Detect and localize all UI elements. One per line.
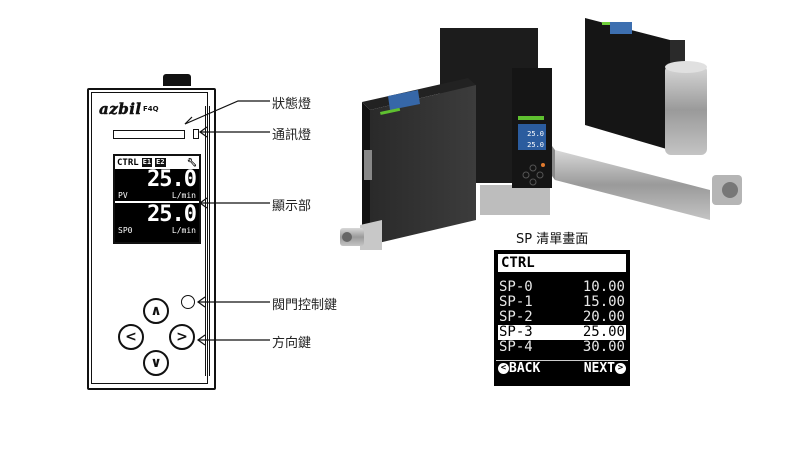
sp-label: SP0 xyxy=(118,225,133,235)
screen-divider xyxy=(115,201,199,203)
sp-row-value: 10.00 xyxy=(582,279,625,295)
pv-unit: L/min xyxy=(171,191,196,200)
sp-value: 25.0 xyxy=(147,201,197,227)
valve-control-key[interactable] xyxy=(181,295,195,309)
pv-label: PV xyxy=(118,191,128,200)
chevron-right-icon: > xyxy=(176,329,188,345)
top-connector xyxy=(163,74,191,86)
device-body xyxy=(87,88,216,390)
sp-row-value: 20.00 xyxy=(582,309,625,325)
arrowhead-valve xyxy=(196,296,206,308)
sp-list-footer: <BACK NEXT> xyxy=(496,360,628,377)
svg-text:25.0: 25.0 xyxy=(527,141,544,149)
sp-unit: L/min xyxy=(171,225,196,235)
next-button[interactable]: NEXT> xyxy=(584,361,626,377)
sp-row-name: SP-4 xyxy=(499,339,533,355)
communication-led xyxy=(193,129,199,139)
sp-list-title: SP 清單畫面 xyxy=(516,232,589,247)
device-side-rail xyxy=(205,106,210,376)
left-key[interactable]: < xyxy=(118,324,144,350)
sp-row-name: SP-2 xyxy=(499,309,533,325)
middle-unit: 25.0 25.0 xyxy=(512,68,552,188)
device-diagram: azbil F4Q CTRL E1 E2 🔧︎ 25.0 PV L/min 25… xyxy=(87,74,216,390)
model-mark: F4Q xyxy=(143,105,159,113)
sp-list-header: CTRL xyxy=(496,252,628,274)
arrowhead-display xyxy=(198,197,208,209)
sp-row-value: 15.00 xyxy=(582,294,625,310)
screen-header: CTRL E1 E2 🔧︎ xyxy=(115,156,199,169)
arrowhead-status xyxy=(184,116,193,125)
sp-row-value: 25.00 xyxy=(582,324,625,340)
sp-row-name: SP-1 xyxy=(499,294,533,310)
callout-status-led: 狀態燈 xyxy=(272,97,312,112)
chevron-right-icon: > xyxy=(615,363,626,374)
right-key[interactable]: > xyxy=(169,324,195,350)
chevron-up-icon: ∧ xyxy=(150,303,162,319)
callout-comm-led: 通訊燈 xyxy=(272,128,312,143)
chevron-left-icon: < xyxy=(498,363,509,374)
sp-row[interactable]: SP-0 10.00 xyxy=(496,280,628,295)
right-unit xyxy=(540,18,742,220)
mode-label: CTRL xyxy=(117,157,139,168)
sp-row[interactable]: SP-4 30.00 xyxy=(496,340,628,355)
product-photo: 25.0 25.0 xyxy=(340,18,742,250)
down-key[interactable]: ∨ xyxy=(143,350,169,376)
callout-line-status xyxy=(184,100,270,125)
status-led xyxy=(113,130,185,139)
arrowhead-comm xyxy=(198,126,208,138)
sp-row[interactable]: SP-2 20.00 xyxy=(496,310,628,325)
event-2-indicator: E2 xyxy=(155,158,166,167)
chevron-down-icon: ∨ xyxy=(150,355,162,371)
wrench-icon: 🔧︎ xyxy=(186,158,197,167)
callout-display: 顯示部 xyxy=(272,199,312,214)
callout-valve-key: 閥門控制鍵 xyxy=(272,298,338,313)
device-front-panel xyxy=(91,92,208,384)
brand-logo: azbil xyxy=(99,100,142,119)
sp-list-screen: CTRL SP-0 10.00 SP-1 15.00 SP-2 20.00 SP… xyxy=(494,250,630,386)
sp-row-name: SP-3 xyxy=(499,324,533,340)
chevron-left-icon: < xyxy=(125,329,137,345)
front-left-unit xyxy=(340,78,476,250)
sp-row-value: 30.00 xyxy=(582,339,625,355)
callout-direction-keys: 方向鍵 xyxy=(272,336,312,351)
display-screen: CTRL E1 E2 🔧︎ 25.0 PV L/min 25.0 SP0 L/m… xyxy=(113,154,201,244)
back-button[interactable]: <BACK xyxy=(498,361,540,377)
arrowhead-direction xyxy=(196,334,206,346)
back-label: BACK xyxy=(509,361,541,376)
pv-value: 25.0 xyxy=(147,167,197,192)
svg-text:25.0: 25.0 xyxy=(527,130,544,138)
next-label: NEXT xyxy=(583,361,615,376)
up-key[interactable]: ∧ xyxy=(143,298,169,324)
event-1-indicator: E1 xyxy=(141,158,153,167)
sp-row[interactable]: SP-1 15.00 xyxy=(496,295,628,310)
sp-row-selected[interactable]: SP-3 25.00 xyxy=(498,325,626,340)
sp-row-name: SP-0 xyxy=(499,279,533,295)
